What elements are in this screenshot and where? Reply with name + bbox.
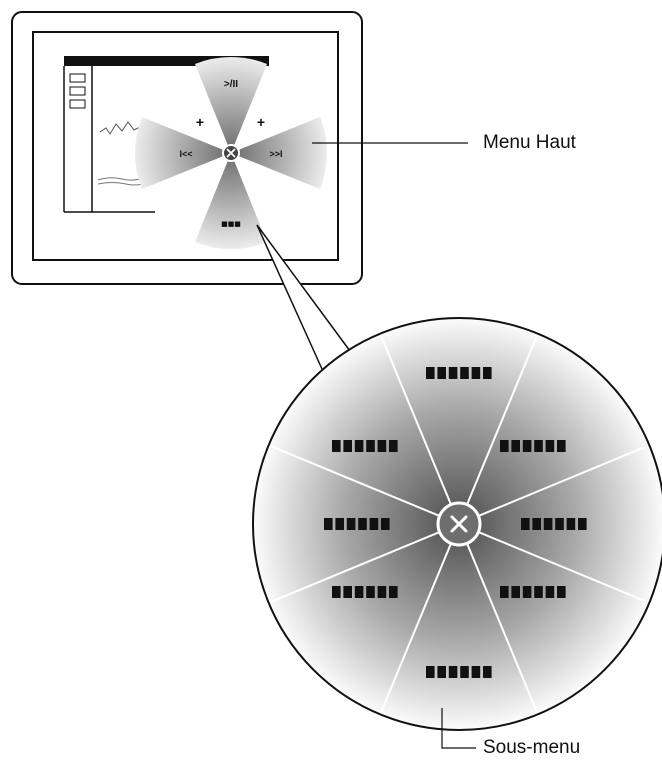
submenu-item[interactable] (332, 440, 398, 452)
close-x-icon[interactable] (222, 144, 240, 162)
menu-haut-label: Menu Haut (483, 132, 576, 153)
submenu-more-icon: ■■■ (221, 220, 241, 228)
sketch-squiggle (99, 121, 141, 135)
submenu-item[interactable] (500, 440, 566, 452)
radial-menu-item-right[interactable] (231, 117, 328, 189)
close-x-icon[interactable] (436, 501, 482, 547)
skip-next-icon: >>I (269, 149, 282, 159)
callout-pointer (256, 224, 351, 370)
submenu-item[interactable] (426, 666, 492, 678)
submenu-divider (466, 543, 539, 715)
play-pause-icon: >/II (224, 79, 238, 90)
leader-line-sous-menu (441, 708, 476, 749)
radial-menu-item-top[interactable] (195, 56, 267, 153)
app-window-titlebar (64, 56, 269, 66)
submenu-radial (252, 317, 662, 731)
radial-menu-item-bottom[interactable] (195, 153, 267, 250)
submenu-item[interactable] (426, 367, 492, 379)
plus-icon: + (257, 114, 265, 130)
submenu-divider (478, 444, 650, 517)
radial-top-menu: >/II >>I ■■■ I<< + + (134, 56, 328, 250)
submenu-item[interactable] (332, 586, 398, 598)
sidebar-item[interactable] (69, 99, 86, 109)
submenu-dividers (268, 333, 650, 715)
skip-previous-icon: I<< (179, 149, 192, 159)
submenu-item[interactable] (521, 518, 587, 530)
submenu-item[interactable] (324, 518, 390, 530)
submenu-divider (478, 531, 650, 604)
sidebar-item[interactable] (69, 86, 86, 96)
submenu-divider (466, 333, 539, 505)
radial-menu-item-left[interactable] (134, 117, 231, 189)
submenu-divider (268, 531, 440, 604)
submenu-divider (379, 543, 452, 715)
sidebar-item[interactable] (69, 73, 86, 83)
submenu-divider (379, 333, 452, 505)
sous-menu-label: Sous-menu (483, 737, 581, 758)
submenu-slots (324, 367, 587, 678)
plus-icon: + (196, 114, 204, 130)
submenu-divider (268, 444, 440, 517)
submenu-item[interactable] (500, 586, 566, 598)
